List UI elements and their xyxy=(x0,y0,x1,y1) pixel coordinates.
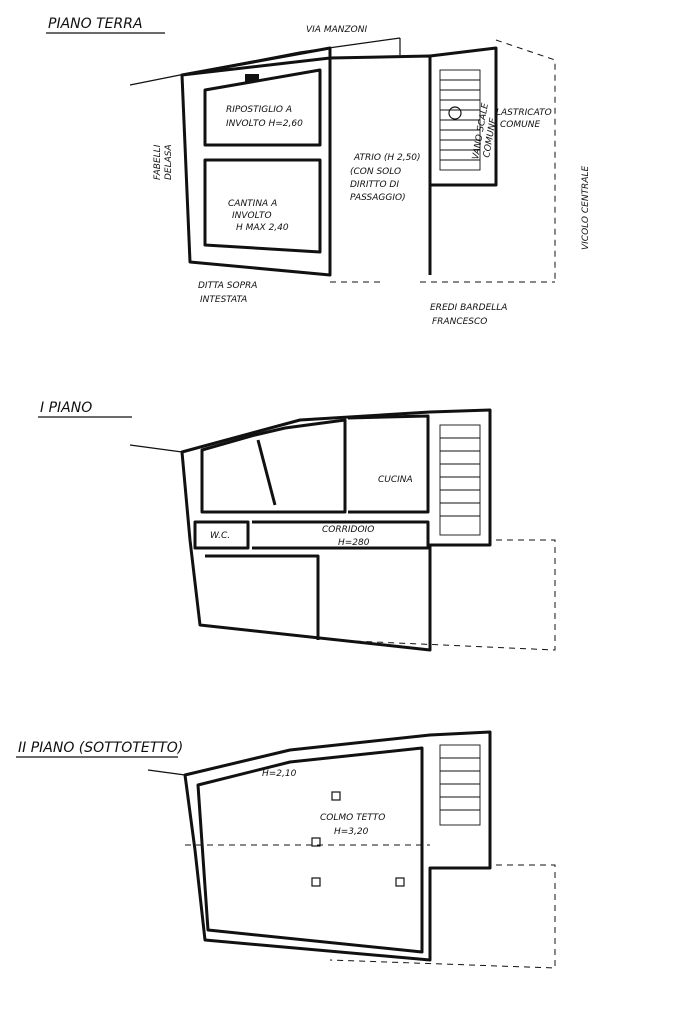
svg-text:FABELLI: FABELLI xyxy=(153,144,163,180)
cucina-label: CUCINA xyxy=(378,475,413,485)
stairs-first xyxy=(439,424,481,536)
attic-height-label: H=2,10 xyxy=(262,769,297,779)
atrio-label: ATRIO (H 2,50) (CON SOLO DIRITTO DI PASS… xyxy=(350,153,421,203)
cucina-walls xyxy=(347,414,430,514)
svg-text:FRANCESCO: FRANCESCO xyxy=(432,317,487,327)
second-floor-title: II PIANO (SOTTOTETTO) xyxy=(18,740,183,756)
wc-label: W.C. xyxy=(210,531,230,541)
svg-text:RIPOSTIGLIO A: RIPOSTIGLIO A xyxy=(226,105,292,115)
first-floor-title: I PIANO xyxy=(40,400,92,416)
front-rooms-walls xyxy=(200,418,347,514)
stairwell-walls xyxy=(429,46,498,187)
back-room-walls xyxy=(205,554,320,640)
svg-text:INVOLTO: INVOLTO xyxy=(232,211,272,221)
svg-text:COMUNE: COMUNE xyxy=(500,120,540,130)
courtyard-boundary xyxy=(330,39,556,283)
svg-text:H=3,20: H=3,20 xyxy=(334,827,369,837)
svg-text:H=280: H=280 xyxy=(338,538,370,548)
courtyard-boundary-second xyxy=(329,864,556,969)
cantina-walls xyxy=(203,158,322,254)
neighbor-line-first xyxy=(129,444,183,453)
ground-floor-title: PIANO TERRA xyxy=(48,16,143,32)
neighbor-bottom-left-label: DITTA SOPRA INTESTATA xyxy=(198,281,257,305)
neighbor-left-label: FABELLI DELASA xyxy=(153,144,174,180)
ripostiglio-label: RIPOSTIGLIO A INVOLTO H=2,60 xyxy=(226,105,303,129)
corridoio-label: CORRIDOIO H=280 xyxy=(322,525,374,548)
roof-post-mark xyxy=(311,877,321,887)
stair-treads-first xyxy=(440,437,480,517)
svg-text:COLMO TETTO: COLMO TETTO xyxy=(320,813,385,823)
roof-post-mark xyxy=(311,837,321,847)
ripostiglio-walls xyxy=(203,68,322,147)
ground-floor-plan: PIANO TERRA VIA MANZONI VICOLO CENTRALE … xyxy=(46,16,591,327)
svg-text:CANTINA A: CANTINA A xyxy=(228,199,277,209)
svg-text:INTESTATA: INTESTATA xyxy=(200,295,247,305)
street-via-manzoni: VIA MANZONI xyxy=(306,25,367,35)
cantina-label: CANTINA A INVOLTO H MAX 2,40 xyxy=(228,199,289,233)
svg-text:(CON SOLO: (CON SOLO xyxy=(350,167,401,177)
svg-text:ATRIO (H 2,50): ATRIO (H 2,50) xyxy=(353,153,421,163)
svg-text:LASTRICATO: LASTRICATO xyxy=(496,108,552,118)
svg-text:INVOLTO H=2,60: INVOLTO H=2,60 xyxy=(226,119,303,129)
chimney-mark xyxy=(245,74,259,82)
svg-text:DELASA: DELASA xyxy=(164,144,174,180)
svg-text:DIRITTO DI: DIRITTO DI xyxy=(350,180,399,190)
svg-text:H MAX 2,40: H MAX 2,40 xyxy=(236,223,289,233)
corridor-walls xyxy=(252,520,430,550)
roof-post-mark xyxy=(331,791,341,801)
svg-text:DITTA SOPRA: DITTA SOPRA xyxy=(198,281,257,291)
attic-inner-walls xyxy=(196,746,424,954)
second-outer-walls xyxy=(183,730,492,962)
stair-arrow-mark xyxy=(448,106,462,120)
neighbor-line-second xyxy=(147,769,186,776)
ground-outer-walls xyxy=(180,46,432,277)
first-outer-walls xyxy=(180,408,492,652)
svg-text:PASSAGGIO): PASSAGGIO) xyxy=(350,193,406,203)
neighbor-boundary-top xyxy=(129,37,401,86)
first-floor-plan: I PIANO CUCINA W.C. CORRIDOIO H=280 xyxy=(38,400,556,652)
svg-text:EREDI BARDELLA: EREDI BARDELLA xyxy=(430,303,507,313)
svg-text:CORRIDOIO: CORRIDOIO xyxy=(322,525,374,535)
second-floor-plan: II PIANO (SOTTOTETTO) H=2,10 COLMO TETTO… xyxy=(16,730,556,969)
street-vicolo-centrale: VICOLO CENTRALE xyxy=(581,166,591,250)
lastricato-label: LASTRICATO COMUNE xyxy=(496,108,552,130)
stairs-second xyxy=(439,744,481,826)
roof-post-mark xyxy=(395,877,405,887)
neighbor-bottom-right-label: EREDI BARDELLA FRANCESCO xyxy=(430,303,507,327)
diagonal-partition xyxy=(256,439,277,506)
ridge-label: COLMO TETTO H=3,20 xyxy=(320,813,385,837)
stair-treads-second xyxy=(440,757,480,811)
courtyard-boundary-first xyxy=(329,539,556,651)
wc-walls xyxy=(193,520,250,550)
